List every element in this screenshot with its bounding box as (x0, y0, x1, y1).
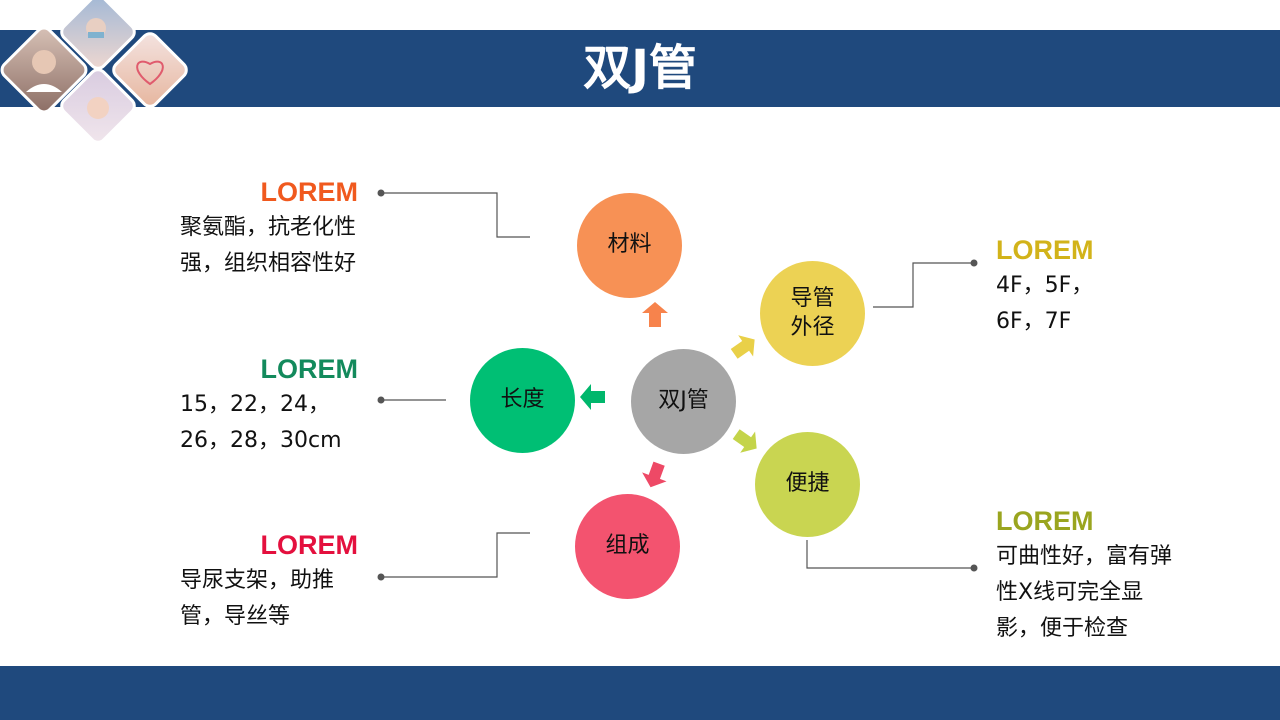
arrow-to-convenience (732, 429, 757, 453)
connector-convenience (806, 540, 974, 569)
photo-tile-doctor (60, 0, 136, 70)
callout-text: 15，22，24，26，28，30cm (180, 392, 342, 453)
arrow-to-length (580, 384, 605, 410)
connector-composition (381, 532, 530, 578)
photo-cluster (0, 0, 188, 144)
callout-text: 4F，5F， 6F，7F (996, 273, 1094, 334)
connector-dot-composition (377, 573, 385, 581)
callout-text: 聚氨酯，抗老化性强，组织相容性好 (180, 215, 357, 276)
connector-dot-convenience (970, 564, 978, 572)
footer-band (0, 666, 1280, 720)
photo-tile-baby (60, 68, 136, 144)
page-title: 双J管 (583, 40, 697, 96)
node-diameter: 导管 外径 (760, 261, 865, 366)
callout-material: LOREM 聚氨酯，抗老化性强，组织相容性好 (180, 176, 360, 282)
callout-text: 导尿支架，助推管，导丝等 (180, 568, 335, 629)
connector-dot-material (377, 189, 385, 197)
callout-heading: LOREM (996, 506, 1094, 536)
node-length: 长度 (470, 348, 575, 453)
node-convenience: 便捷 (755, 432, 860, 537)
node-material: 材料 (577, 193, 682, 298)
connector-dot-length (377, 396, 385, 404)
callout-heading: LOREM (260, 354, 359, 384)
callout-convenience: LOREM 可曲性好，富有弹性X线可完全显影，便于检查 (996, 505, 1176, 647)
node-composition: 组成 (575, 494, 680, 599)
callout-composition: LOREM 导尿支架，助推管，导丝等 (180, 529, 360, 635)
callout-heading: LOREM (260, 177, 359, 207)
connector-dot-diameter (970, 259, 978, 267)
callout-diameter: LOREM 4F，5F， 6F，7F (996, 234, 1156, 340)
header-band (0, 30, 1280, 107)
arrow-to-composition (642, 461, 667, 488)
connector-diameter (873, 262, 974, 308)
arrow-to-material (642, 302, 668, 327)
callout-text: 可曲性好，富有弹性X线可完全显影，便于检查 (996, 544, 1173, 641)
center-node: 双J管 (631, 349, 736, 454)
callout-heading: LOREM (996, 235, 1094, 265)
callout-length: LOREM 15，22，24，26，28，30cm (180, 353, 360, 459)
photo-tile-nurse (0, 26, 88, 114)
arrow-to-diameter (730, 335, 755, 359)
callout-heading: LOREM (260, 530, 359, 560)
photo-tile-heart (112, 32, 188, 108)
connector-material (381, 192, 530, 238)
